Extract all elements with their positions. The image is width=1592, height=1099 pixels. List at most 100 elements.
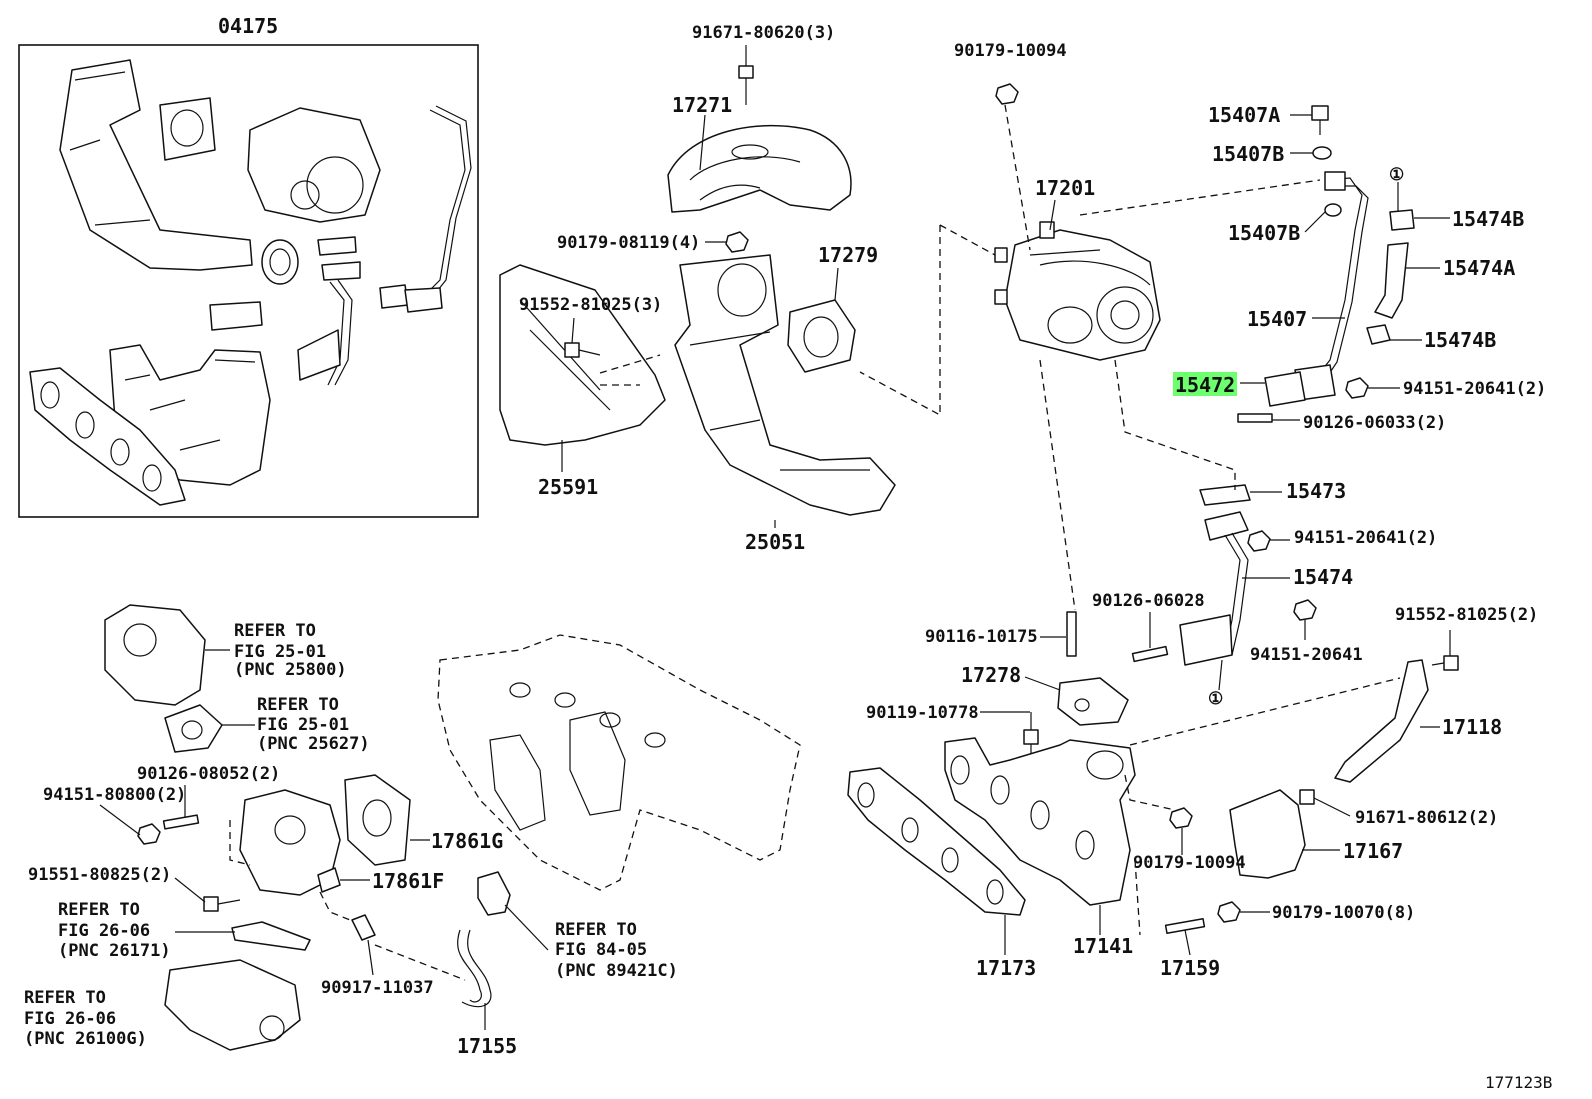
label-17861F: 17861F: [372, 869, 444, 893]
part-90116-10175-stud[interactable]: [1066, 611, 1077, 657]
label-94151-20641: 94151-20641: [1250, 645, 1363, 665]
egr-valve-adapter[interactable]: [239, 789, 341, 896]
label-15407A: 15407A: [1208, 103, 1280, 127]
label-refer-26100-b: FIG 26-06: [24, 1009, 116, 1029]
label-17201: 17201: [1035, 176, 1095, 200]
part-94151-80800-nut[interactable]: [137, 823, 161, 845]
label-25051: 25051: [745, 530, 805, 554]
label-circle-1-bottom: ①: [1208, 689, 1223, 709]
part-91671-80612-bolt[interactable]: [1299, 789, 1315, 805]
label-refer-25800-c: (PNC 25800): [234, 660, 347, 680]
part-94151-20641-nut[interactable]: [1345, 377, 1369, 399]
ref-part-25627[interactable]: [164, 704, 223, 753]
label-refer-26171-b: FIG 26-06: [58, 921, 150, 941]
label-17155: 17155: [457, 1034, 517, 1058]
part-25051-converter[interactable]: [674, 254, 896, 516]
label-90119-10778: 90119-10778: [866, 703, 979, 723]
part-94151-20641-nut-c[interactable]: [1293, 599, 1317, 621]
part-17279-gasket[interactable]: [787, 299, 856, 373]
label-17278: 17278: [961, 663, 1021, 687]
label-15407: 15407: [1247, 307, 1307, 331]
label-90179-08119: 90179-08119(4): [557, 233, 700, 253]
figure-id: 177123B: [1485, 1073, 1552, 1092]
part-17278-plate[interactable]: [1057, 677, 1129, 726]
part-17159-stud[interactable]: [1164, 918, 1206, 934]
label-17167: 17167: [1343, 839, 1403, 863]
label-91552-81025-2: 91552-81025(2): [1395, 605, 1538, 625]
label-17861G: 17861G: [431, 829, 503, 853]
label-90126-06033: 90126-06033(2): [1303, 413, 1446, 433]
part-17861F-pipe[interactable]: [317, 867, 341, 893]
part-94151-20641-nut-b[interactable]: [1247, 530, 1271, 552]
label-15473: 15473: [1286, 479, 1346, 503]
label-15474: 15474: [1293, 565, 1353, 589]
ref-part-26171[interactable]: [231, 921, 311, 951]
part-15407-oil-pipe[interactable]: [1294, 171, 1369, 401]
label-91552-81025-3: 91552-81025(3): [519, 295, 662, 315]
label-17159: 17159: [1160, 956, 1220, 980]
part-91671-80620-bolt[interactable]: [738, 65, 754, 105]
part-17861G-gasket[interactable]: [344, 774, 411, 866]
part-15472-gasket[interactable]: [1264, 371, 1306, 407]
label-04175: 04175: [218, 14, 278, 38]
leader-lines: [99, 45, 1451, 1030]
label-15474B-1: 15474B: [1452, 207, 1524, 231]
label-25591: 25591: [538, 475, 598, 499]
label-17141: 17141: [1073, 934, 1133, 958]
label-circle-1-top: ①: [1389, 165, 1404, 185]
label-15474A: 15474A: [1443, 256, 1515, 280]
label-refer-25627-c: (PNC 25627): [257, 734, 370, 754]
part-90179-10094-nut-top[interactable]: [995, 83, 1019, 105]
part-90126-06033-stud[interactable]: [1237, 413, 1273, 423]
label-15407B-2: 15407B: [1228, 221, 1300, 245]
label-refer-89421-c: (PNC 89421C): [555, 961, 678, 981]
part-90917-11037-sensor[interactable]: [351, 914, 376, 941]
label-94151-20641-2b: 94151-20641(2): [1294, 528, 1437, 548]
part-17271-heat-insulator[interactable]: [667, 124, 852, 213]
part-15407A-bolt[interactable]: [1311, 105, 1329, 135]
label-90126-08052: 90126-08052(2): [137, 764, 280, 784]
ref-part-25800[interactable]: [104, 604, 206, 706]
part-90126-08052-stud[interactable]: [162, 814, 200, 830]
kit-box-04175: [18, 44, 479, 518]
label-refer-25800-b: FIG 25-01: [234, 642, 326, 662]
label-15407B-1: 15407B: [1212, 142, 1284, 166]
part-15474-oil-return-pipe[interactable]: [1179, 511, 1249, 666]
part-17173-gasket[interactable]: [847, 767, 1026, 916]
cylinder-head-reference: [437, 634, 801, 891]
label-refer-25627-a: REFER TO: [257, 695, 339, 715]
dashed-assembly-lines: [229, 104, 1401, 981]
part-15474A-hose[interactable]: [1374, 242, 1409, 319]
label-refer-26171-a: REFER TO: [58, 900, 140, 920]
part-90179-10094-nut-bottom[interactable]: [1169, 807, 1193, 829]
part-25591-bracket[interactable]: [499, 264, 666, 446]
label-refer-89421-a: REFER TO: [555, 920, 637, 940]
label-90116-10175: 90116-10175: [925, 627, 1038, 647]
label-91671-80620: 91671-80620(3): [692, 23, 835, 43]
part-91552-81025-bolt[interactable]: [564, 342, 601, 358]
part-17141-exhaust-manifold[interactable]: [944, 737, 1136, 906]
part-17201-turbocharger[interactable]: [994, 221, 1161, 361]
part-90179-10070-nut[interactable]: [1217, 901, 1241, 923]
label-90179-10070: 90179-10070(8): [1272, 903, 1415, 923]
part-90126-06028-stud[interactable]: [1131, 645, 1169, 663]
kit-box-parts: [29, 59, 472, 506]
label-17118: 17118: [1442, 715, 1502, 739]
part-15473-gasket[interactable]: [1199, 484, 1251, 506]
label-91671-80612: 91671-80612(2): [1355, 808, 1498, 828]
ref-part-89421C[interactable]: [477, 871, 511, 916]
part-17155-hose[interactable]: [457, 929, 492, 1008]
part-17167-heat-insulator[interactable]: [1229, 789, 1306, 879]
part-91551-80825-bolt[interactable]: [203, 896, 241, 912]
label-15474B-2: 15474B: [1424, 328, 1496, 352]
part-90179-08119-nut[interactable]: [725, 231, 749, 253]
part-91552-81025-bolt-2[interactable]: [1431, 655, 1459, 671]
label-refer-25627-b: FIG 25-01: [257, 715, 349, 735]
label-90126-06028: 90126-06028: [1092, 591, 1205, 611]
part-15474B-clamp[interactable]: [1366, 209, 1415, 345]
ref-part-26100G[interactable]: [164, 959, 301, 1051]
label-17271: 17271: [672, 93, 732, 117]
label-refer-26171-c: (PNC 26171): [58, 941, 171, 961]
label-17173: 17173: [976, 956, 1036, 980]
part-17118-stay[interactable]: [1334, 659, 1429, 783]
